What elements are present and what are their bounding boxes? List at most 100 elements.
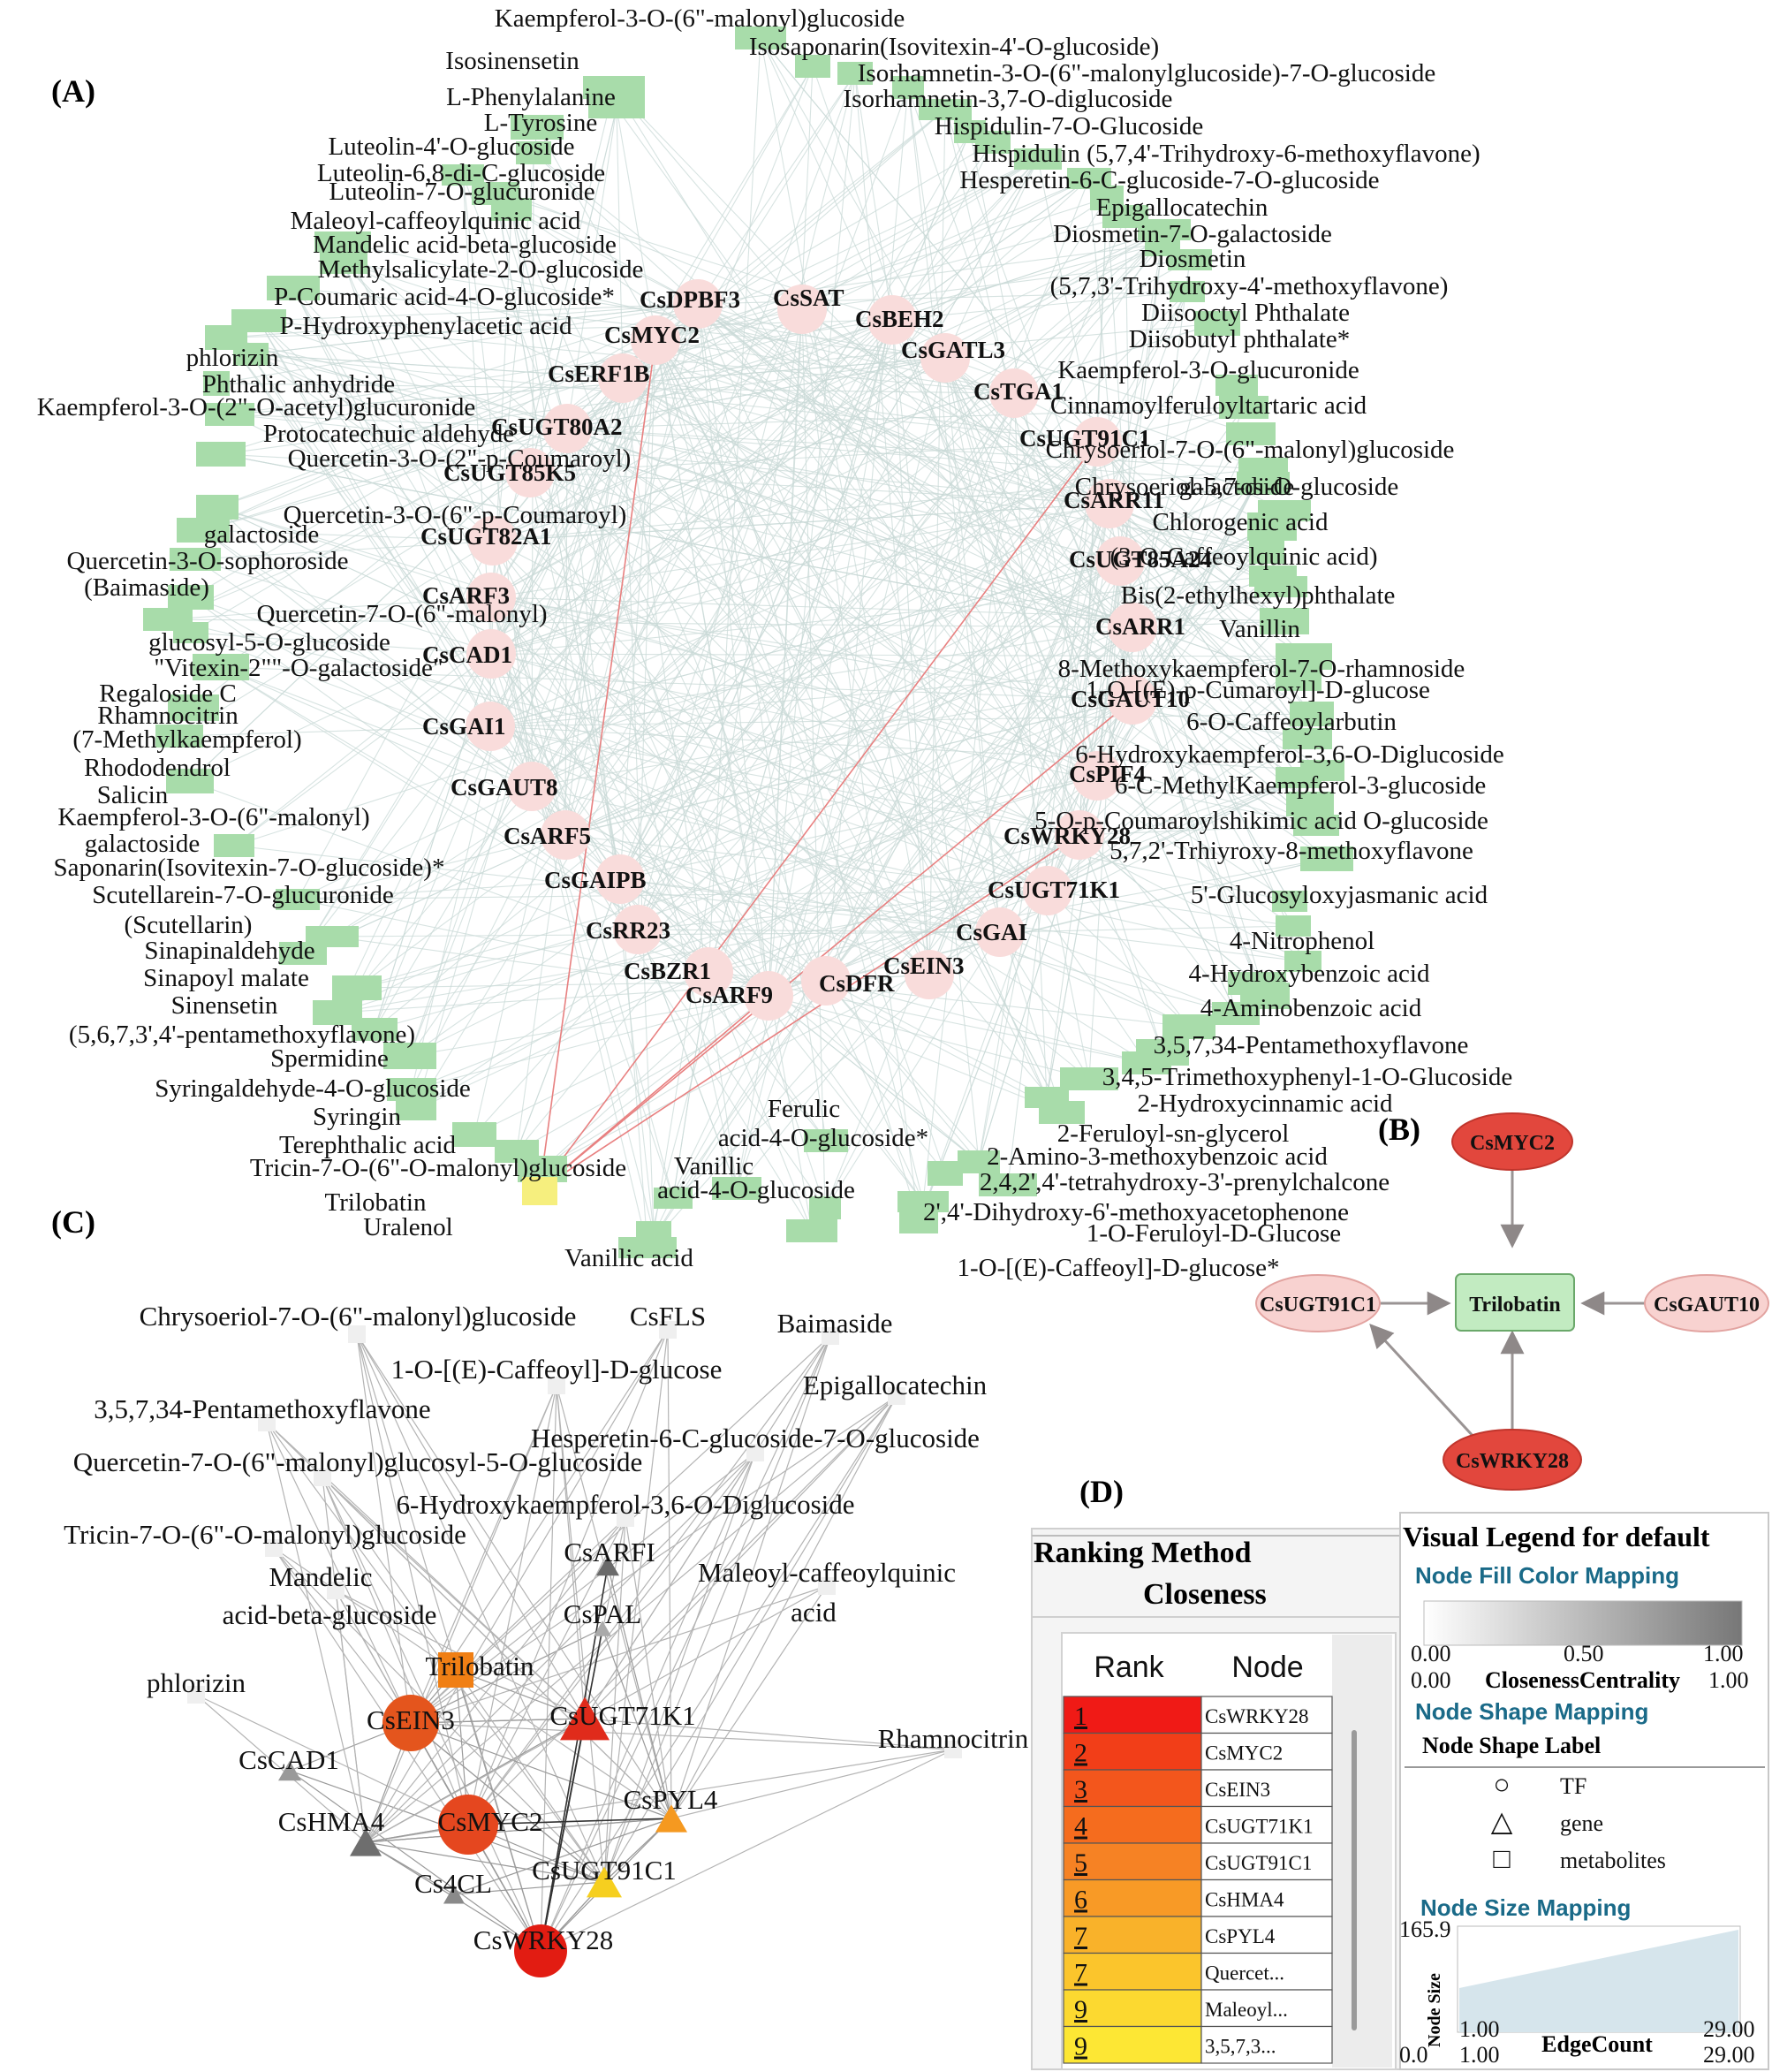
gene-label-cscad1: CsCAD1	[422, 641, 512, 668]
gene-node-csgaut8	[507, 762, 557, 811]
gene-node-csugt82a1	[468, 516, 518, 565]
metabolite-label: Chrysoeriol-5,7-di-O-glucoside	[1075, 473, 1398, 501]
metabolite-label: Sinensetin	[171, 991, 278, 1020]
rank-cell[interactable]	[1063, 1989, 1202, 2028]
gene-node-csarr11	[1085, 479, 1134, 528]
rank-cell[interactable]	[1063, 1732, 1202, 1771]
rank-cell[interactable]	[1063, 2025, 1202, 2064]
metabolite-label: 3,5,7,34-Pentamethoxyflavone	[1154, 1031, 1469, 1059]
metabolite-label: Uralenol	[363, 1213, 452, 1241]
metabolite-label: Vanillic acid	[564, 1244, 693, 1272]
node-cell[interactable]	[1200, 1805, 1333, 1844]
metabolite-label: Bis(2-ethylhexyl)phthalate	[1121, 581, 1396, 610]
panel-d-label: (D)	[1079, 1474, 1124, 1509]
ranking-scrollbar-thumb[interactable]	[1352, 1730, 1357, 2030]
metabolite-label: glucosyl-5-O-glucoside	[148, 628, 390, 657]
metabolite-label: Vanillic	[674, 1152, 753, 1180]
metabolite-label: Quercetin-3-O-(6"-p-Coumaroyl)	[284, 501, 627, 529]
metabolite-label: Kaempferol-3-O-(2"-O-acetyl)glucuronide	[37, 393, 476, 421]
gene-label-cssat: CsSAT	[773, 285, 844, 311]
gene-node-cssat	[777, 285, 827, 334]
rank-value: 1	[1074, 1702, 1087, 1731]
metabolite-label: 4-Hydroxybenzoic acid	[1189, 960, 1430, 988]
rank-cell[interactable]	[1063, 1842, 1202, 1881]
gene-label-csarr1: CsARR1	[1095, 613, 1185, 640]
gene-label-csrr23: CsRR23	[586, 917, 670, 944]
metabolite-label: L-Phenylalanine	[446, 83, 616, 111]
metabolite-label: 3,4,5-Trimethoxyphenyl-1-O-Glucoside	[1102, 1063, 1512, 1091]
gene-label-csmyc2: CsMYC2	[604, 322, 700, 348]
rank-cell[interactable]	[1063, 1952, 1202, 1991]
ranking-scrollbar-track[interactable]	[1332, 1635, 1392, 2068]
legend-shape-label: gene	[1560, 1810, 1603, 1836]
metabolite-label: 1-O-Feruloyl-D-Glucose	[1087, 1219, 1341, 1248]
metabolite-label: Luteolin-6,8-di-C-glucoside	[317, 159, 605, 187]
gene-node-csarf9	[744, 971, 793, 1021]
gene-label-csdfr: CsDFR	[819, 970, 895, 997]
gene-node-csgatl3	[920, 333, 970, 383]
gene-node-csarf5	[541, 810, 590, 860]
ranking-col-rank: Rank	[1094, 1651, 1164, 1684]
gene-label-csugt85a24: CsUGT85A24	[1069, 546, 1212, 573]
metabolite-label: (7-Methylkaempferol)	[72, 725, 301, 754]
node-cell[interactable]	[1200, 1842, 1333, 1881]
metabolite-label: Chlorogenic acid	[1153, 508, 1329, 536]
gene-node-cstga1	[989, 368, 1039, 418]
panel-a-label: (A)	[51, 73, 95, 109]
metabolite-label: Sinapinaldehyde	[144, 937, 314, 965]
metabolite-label: Trilobatin	[325, 1188, 427, 1217]
gene-node-csugt80a2	[542, 404, 592, 453]
panel-c-label-cspal: CsPAL	[564, 1598, 641, 1629]
metabolite-label: Isorhamnetin-3-O-(6"-malonylglucoside)-7…	[858, 59, 1435, 87]
metabolite-label: 4-Aminobenzoic acid	[1200, 994, 1422, 1022]
node-cell[interactable]	[1200, 1696, 1333, 1734]
node-csugt91c1-label: CsUGT91C1	[1260, 1294, 1376, 1317]
node-csgaut10	[1644, 1274, 1769, 1332]
metabolite-label: Ferulic	[768, 1095, 840, 1123]
metabolite-label: (Baimaside)	[84, 573, 209, 602]
metabolite-label: 1-O-[(E)-Caffeoyl]-D-glucose*	[957, 1254, 1279, 1282]
metabolite-node	[187, 1686, 205, 1704]
panel-c-label-csarfi: CsARFI	[564, 1537, 655, 1567]
metabolite-label: 2-Amino-3-methoxybenzoic acid	[987, 1142, 1328, 1171]
legend-shape-symbol: □	[1493, 1842, 1511, 1874]
node-cell[interactable]	[1200, 1732, 1333, 1771]
panel-c-label-acid-beta-glucoside: acid-beta-glucoside	[223, 1599, 437, 1630]
trilobatin-edge	[539, 699, 1133, 1190]
gene-node-csmyc2	[631, 315, 680, 365]
rank-node-name: Quercet...	[1205, 1962, 1284, 1985]
node-trilobatin-label: Trilobatin	[1469, 1294, 1561, 1317]
gene-node-cscad1	[466, 629, 516, 679]
legend-gradient-label: ClosenessCentrality	[1485, 1667, 1680, 1693]
node-cell[interactable]	[1200, 1769, 1333, 1808]
metabolite-label: Kaempferol-3-O-(6"-malonyl)glucoside	[495, 4, 905, 33]
node-cell[interactable]	[1200, 1989, 1333, 2028]
node-cell[interactable]	[1200, 1878, 1333, 1917]
node-cell[interactable]	[1200, 1952, 1333, 1991]
panel-c-label-1-o-e-caffeoyl-d-glucose: 1-O-[(E)-Caffeoyl]-D-glucose	[391, 1354, 723, 1385]
metabolite-node	[327, 1582, 345, 1599]
metabolite-label: Tricin-7-O-(6"-O-malonyl)glucoside	[250, 1154, 626, 1182]
rank-node-name: CsHMA4	[1205, 1889, 1284, 1911]
gene-label-csugt85k5: CsUGT85K5	[443, 459, 576, 486]
node-cell[interactable]	[1200, 2025, 1333, 2064]
gene-node-csgaut10	[1108, 675, 1157, 725]
gene-label-csgatl3: CsGATL3	[901, 337, 1005, 363]
legend-size-min: 0.0	[1399, 2042, 1428, 2068]
gene-node-csbzr1	[684, 947, 733, 997]
legend-title: Visual Legend for default	[1403, 1521, 1710, 1552]
legend-size-axis-label: Node Size	[1425, 1973, 1444, 2047]
node-csugt71k1	[560, 1696, 610, 1741]
legend-size-max: 165.9	[1399, 1916, 1451, 1942]
panel-c-label-tricin-7-o-6-o-malonyl-glucoside: Tricin-7-O-(6"-O-malonyl)glucoside	[64, 1519, 466, 1550]
node-csgaut10-label: CsGAUT10	[1654, 1294, 1760, 1317]
gene-node-csgaipb	[595, 854, 645, 904]
metabolite-label: (5,7,3'-Trihydroxy-4'-methoxyflavone)	[1050, 272, 1449, 300]
node-cshma4	[350, 1828, 382, 1856]
panel-c-label-baimaside: Baimaside	[777, 1308, 893, 1339]
metabolite-label: phlorizin	[186, 344, 279, 372]
